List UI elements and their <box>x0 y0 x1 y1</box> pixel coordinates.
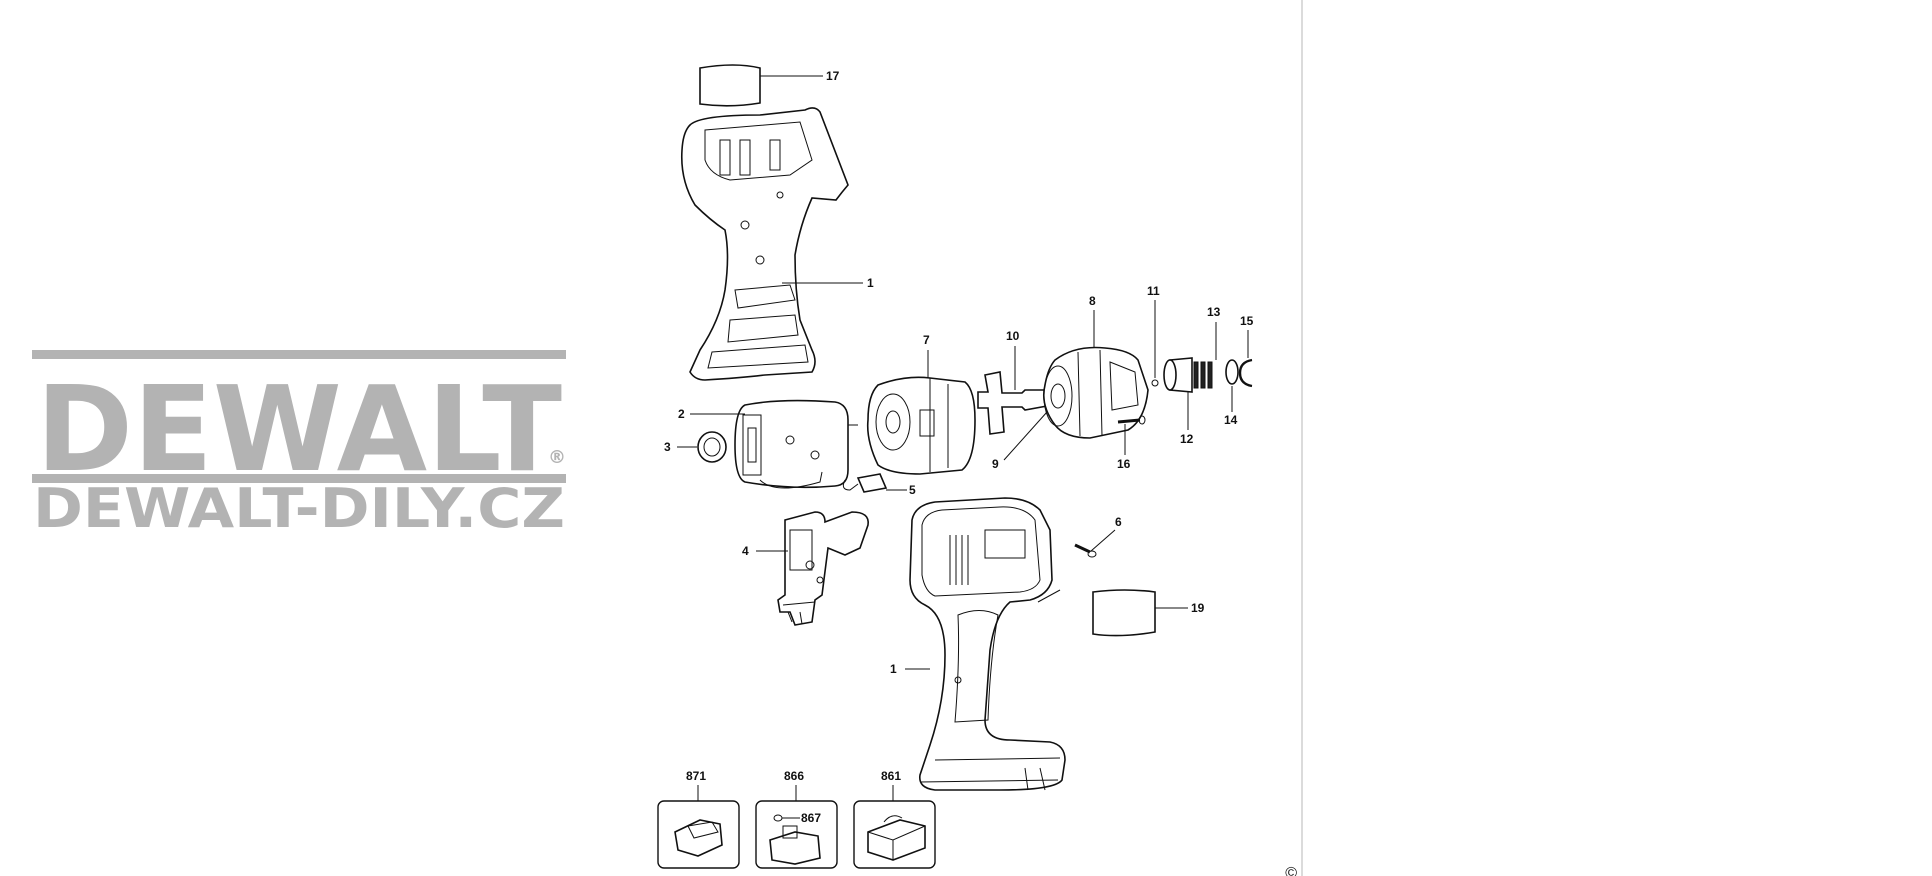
part-1-housing-left-half: 1 <box>680 107 874 381</box>
part-8-hammer-case: 8 <box>1042 294 1149 439</box>
callout-7: 7 <box>923 333 930 347</box>
callout-3: 3 <box>664 440 671 454</box>
callout-17: 17 <box>826 69 840 83</box>
part-12-collar: 12 <box>1163 357 1194 446</box>
part-7-gearbox: 7 <box>866 333 976 475</box>
accessory-866-battery: 867 866 <box>755 769 838 869</box>
part-11-ball: 11 <box>1147 284 1160 387</box>
part-4-switch: 4 <box>742 511 869 626</box>
part-15-retaining-ring: 15 <box>1238 314 1254 388</box>
callout-5: 5 <box>909 483 916 497</box>
callout-2: 2 <box>678 407 685 421</box>
callout-1-upper: 1 <box>867 276 874 290</box>
dewalt-watermark-logo: DEWALT ® DEWALT-DILY.CZ <box>32 350 566 540</box>
callout-15: 15 <box>1240 314 1254 328</box>
part-2-motor: 2 <box>678 399 858 489</box>
callout-867: 867 <box>801 811 821 825</box>
callout-4: 4 <box>742 544 749 558</box>
part-3-bearing: 3 <box>664 431 727 463</box>
part-6-screw: 6 <box>1074 515 1122 558</box>
watermark-top-bar <box>32 350 566 359</box>
watermark-bottom-bar <box>32 474 566 483</box>
callout-14: 14 <box>1224 413 1238 427</box>
callout-871: 871 <box>686 769 706 783</box>
callout-866: 866 <box>784 769 804 783</box>
watermark-site-text: DEWALT-DILY.CZ <box>33 477 565 540</box>
callout-1-lower: 1 <box>890 662 897 676</box>
callout-6: 6 <box>1115 515 1122 529</box>
copyright-mark: © <box>1285 865 1297 876</box>
callout-19: 19 <box>1191 601 1205 615</box>
part-9-callout: 9 <box>992 411 1048 471</box>
accessory-871-charger: 871 <box>657 769 740 869</box>
part-13-spring: 13 <box>1193 305 1221 389</box>
callout-13: 13 <box>1207 305 1221 319</box>
callout-16: 16 <box>1117 457 1131 471</box>
part-16-screw: 16 <box>1117 415 1146 471</box>
callout-8: 8 <box>1089 294 1096 308</box>
part-5-brush-holder: 5 <box>842 473 916 497</box>
callout-861: 861 <box>881 769 901 783</box>
part-19-label-plate: 19 <box>1092 589 1205 637</box>
watermark-registered-mark: ® <box>548 447 566 468</box>
callout-10: 10 <box>1006 329 1020 343</box>
part-17-label-plate: 17 <box>699 64 840 107</box>
part-14-washer: 14 <box>1224 359 1239 427</box>
callout-12: 12 <box>1180 432 1194 446</box>
accessory-861-carry-case: 861 <box>853 769 936 869</box>
part-10-anvil: 10 <box>977 329 1059 435</box>
callout-9: 9 <box>992 457 999 471</box>
part-1-housing-right-half: 1 <box>890 497 1066 791</box>
callout-11: 11 <box>1147 284 1160 298</box>
